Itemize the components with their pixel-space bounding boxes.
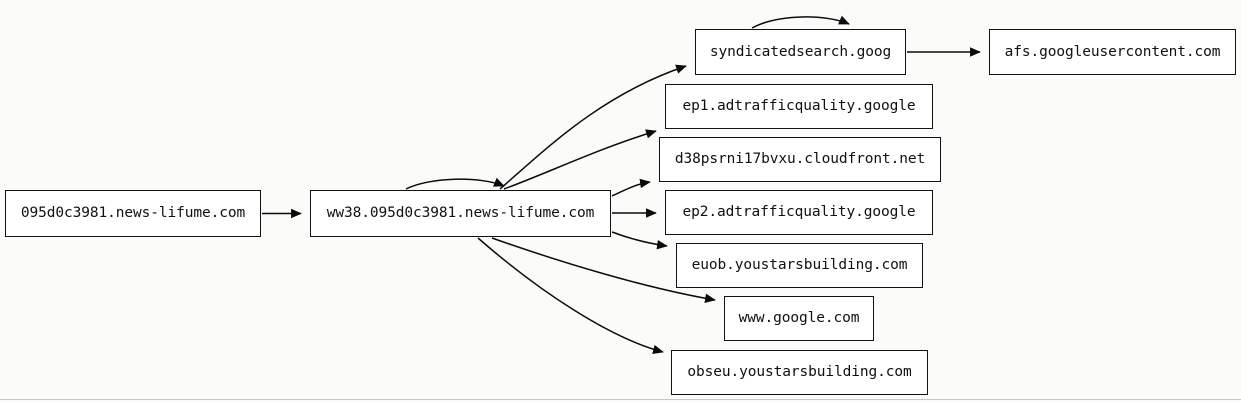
node-label: ep1.adtrafficquality.google <box>682 98 916 115</box>
node-label: www.google.com <box>738 310 860 327</box>
edge-hub-to-euob <box>611 231 668 250</box>
node-syndicatedsearch[interactable]: syndicatedsearch.goog <box>695 29 906 75</box>
node-obseu-youstarsbuilding[interactable]: obseu.youstarsbuilding.com <box>671 350 928 395</box>
node-www-google[interactable]: www.google.com <box>724 296 874 341</box>
edge-hub-to-ep1 <box>503 129 657 190</box>
node-label: afs.googleusercontent.com <box>1004 43 1221 60</box>
node-label: obseu.youstarsbuilding.com <box>687 364 912 381</box>
node-label: ep2.adtrafficquality.google <box>682 204 916 221</box>
node-euob-youstarsbuilding[interactable]: euob.youstarsbuilding.com <box>676 243 923 288</box>
edge-hub-to-cloudfront <box>611 178 651 197</box>
bottom-divider <box>0 399 1241 400</box>
node-afs-googleusercontent[interactable]: afs.googleusercontent.com <box>989 29 1236 75</box>
node-cloudfront[interactable]: d38psrni17bvxu.cloudfront.net <box>659 137 941 182</box>
node-label: d38psrni17bvxu.cloudfront.net <box>674 151 926 168</box>
node-origin[interactable]: 095d0c3981.news-lifume.com <box>5 190 261 237</box>
edge-syndicatedsearch-self-loop <box>751 15 850 29</box>
node-label: ww38.095d0c3981.news-lifume.com <box>326 205 595 222</box>
edge-hub-to-obseu <box>477 237 664 355</box>
node-hub[interactable]: ww38.095d0c3981.news-lifume.com <box>310 190 611 237</box>
edge-hub-self-loop <box>405 177 505 190</box>
node-ep1-adtrafficquality[interactable]: ep1.adtrafficquality.google <box>665 84 933 129</box>
node-label: syndicatedsearch.goog <box>709 43 892 60</box>
node-label: euob.youstarsbuilding.com <box>691 257 908 274</box>
node-label: 095d0c3981.news-lifume.com <box>20 205 246 222</box>
node-ep2-adtrafficquality[interactable]: ep2.adtrafficquality.google <box>665 190 933 235</box>
